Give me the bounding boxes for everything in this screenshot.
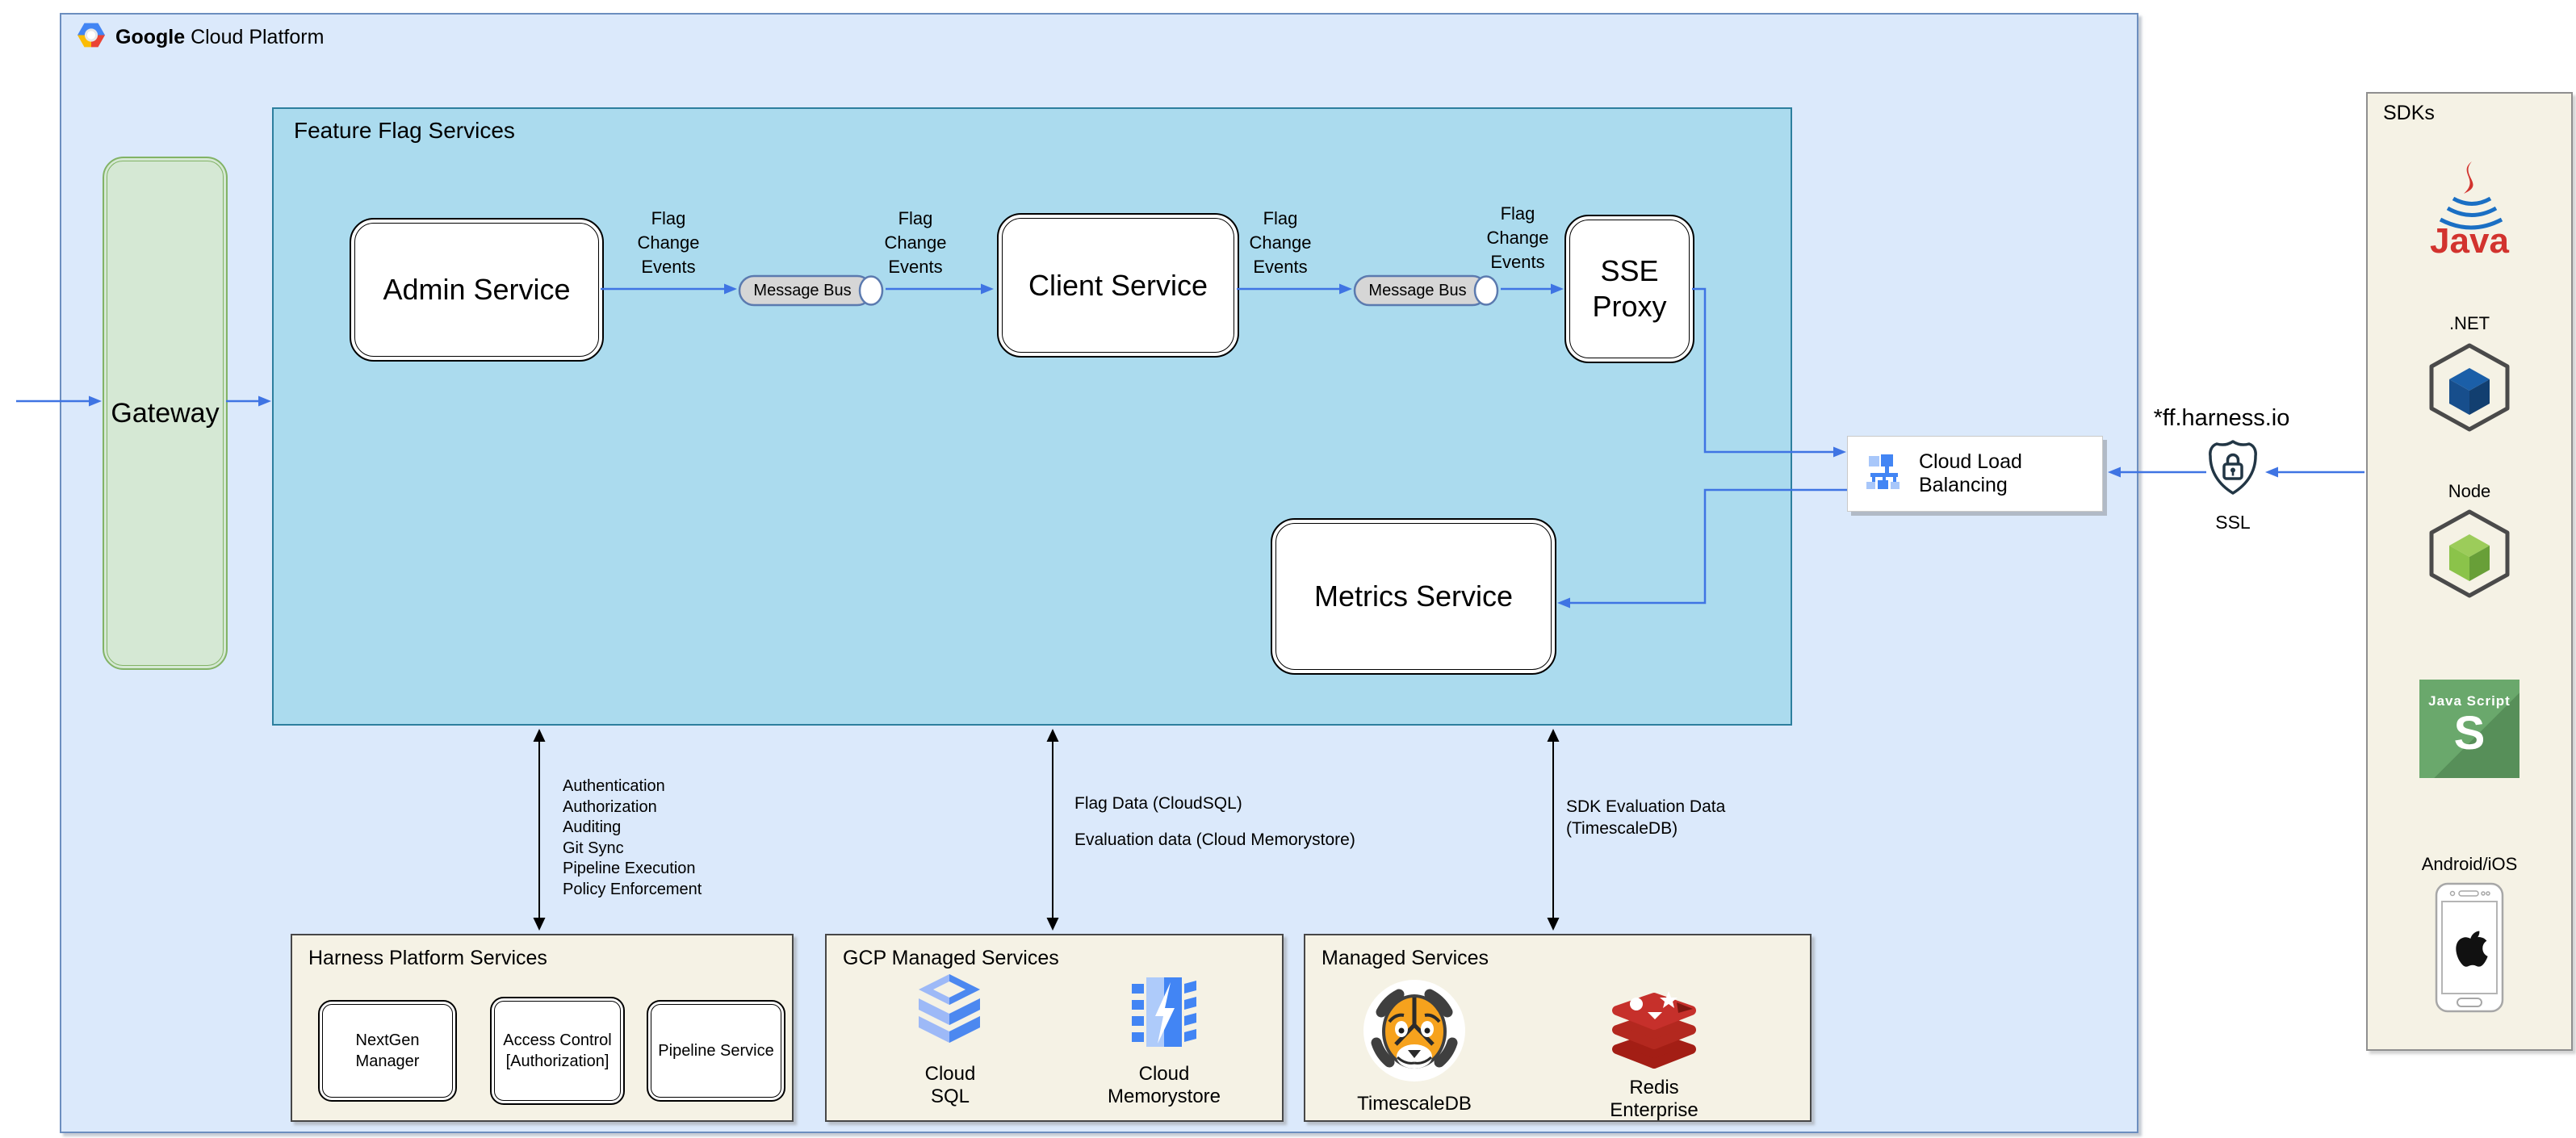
- message-bus-cylinder: [1353, 274, 1499, 307]
- flag-change-events-label-2: Flag Change Events: [884, 208, 947, 277]
- node-label: Node: [2448, 481, 2491, 501]
- sdks-title: SDKs: [2383, 102, 2435, 124]
- load-balancer-icon: [1866, 454, 1903, 494]
- feature-flag-services-container: [272, 107, 1792, 726]
- google-cloud-logo: [77, 23, 105, 52]
- timescaledb-icon: [1362, 978, 1467, 1087]
- nextgen-manager-node: NextGen Manager: [318, 1000, 457, 1102]
- gcp-panel-title: GCP Managed Services: [843, 947, 1059, 969]
- client-service-node: Client Service: [997, 213, 1239, 358]
- cloud-sql-label: Cloud SQL: [924, 1063, 976, 1107]
- android-ios-label: Android/iOS: [2421, 854, 2518, 874]
- harness-panel-title: Harness Platform Services: [308, 947, 547, 969]
- sdk-evaluation-edge-label: SDK Evaluation Data (TimescaleDB): [1566, 797, 1726, 838]
- javascript-label: Java Script: [2428, 693, 2511, 709]
- feature-flag-services-title: Feature Flag Services: [294, 118, 515, 143]
- message-bus-node-1: Message Bus: [738, 274, 886, 308]
- memorystore-label: Cloud Memorystore: [1107, 1063, 1221, 1107]
- metrics-service-label: Metrics Service: [1313, 579, 1514, 613]
- dotnet-label: .NET: [2448, 313, 2490, 333]
- platform-edge-label: Authentication Authorization Auditing Gi…: [563, 777, 702, 898]
- message-bus-label: Message Bus: [1368, 281, 1467, 299]
- pipeline-service-node: Pipeline Service: [647, 1000, 785, 1102]
- mobile-phone-icon: [2435, 882, 2504, 1017]
- managed-services-panel: Managed Services: [1304, 934, 1812, 1122]
- java-wordmark: Java: [2430, 221, 2509, 258]
- cloud-load-balancing-node: Cloud Load Balancing: [1847, 436, 2103, 512]
- message-bus-cylinder: [738, 274, 884, 307]
- harness-domain-label: *ff.harness.io: [2153, 405, 2290, 431]
- redis-enterprise-label: Redis Enterprise: [1610, 1077, 1698, 1121]
- flag-data-edge-label: Flag Data (CloudSQL): [1074, 794, 1242, 813]
- admin-service-label: Admin Service: [383, 273, 571, 306]
- metrics-service-node: Metrics Service: [1271, 518, 1556, 675]
- message-bus-node-2: Message Bus: [1353, 274, 1502, 308]
- redis-icon: [1607, 986, 1701, 1077]
- javascript-icon: Java Script S: [2419, 680, 2519, 778]
- page-title: Google Cloud Platform: [115, 25, 325, 48]
- harness-platform-services-panel: Harness Platform Services NextGen Manage…: [291, 934, 794, 1122]
- timescaledb-label: TimescaleDB: [1357, 1093, 1472, 1115]
- client-service-label: Client Service: [1028, 268, 1208, 302]
- gcp-managed-services-panel: GCP Managed Services Cloud SQL: [825, 934, 1284, 1122]
- javascript-s-glyph: S: [2453, 707, 2486, 759]
- flag-change-events-label-3: Flag Change Events: [1249, 208, 1312, 277]
- ssl-label: SSL: [2215, 512, 2251, 533]
- ssl-shield-icon: [2207, 439, 2259, 501]
- dotnet-cube-icon: [2427, 342, 2512, 437]
- cloud-load-balancing-label: Cloud Load Balancing: [1919, 450, 2022, 496]
- java-logo: Java: [2421, 158, 2518, 262]
- memorystore-icon: [1129, 974, 1200, 1055]
- admin-service-node: Admin Service: [350, 218, 604, 362]
- message-bus-label: Message Bus: [753, 281, 852, 299]
- evaluation-data-edge-label: Evaluation data (Cloud Memorystore): [1074, 830, 1355, 849]
- gcp-header: Google Cloud Platform: [77, 23, 324, 52]
- cloud-sql-icon: [914, 974, 985, 1055]
- access-control-node: Access Control [Authorization]: [490, 997, 625, 1105]
- node-cube-icon: [2427, 508, 2512, 603]
- gateway-label: Gateway: [111, 397, 220, 429]
- gateway-node: Gateway: [103, 157, 228, 670]
- managed-panel-title: Managed Services: [1322, 947, 1489, 969]
- flag-change-events-label-1: Flag Change Events: [637, 208, 700, 277]
- flag-change-events-label-4: Flag Change Events: [1486, 203, 1549, 272]
